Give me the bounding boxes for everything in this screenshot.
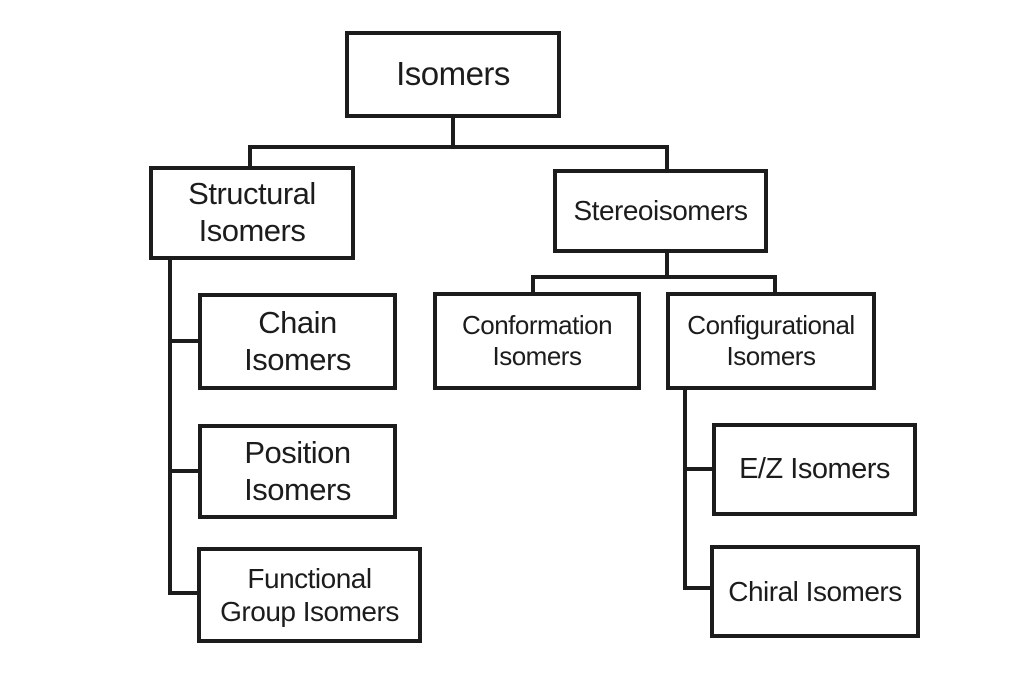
connector-configurational-spine	[683, 390, 687, 590]
node-position-isomers-label: Position Isomers	[244, 434, 351, 507]
connector-level1-bar	[248, 145, 669, 149]
connector-configurational-drop	[773, 275, 777, 294]
connector-conformation-drop	[531, 275, 535, 294]
node-stereoisomers: Stereoisomers	[553, 169, 768, 253]
node-isomers-label: Isomers	[396, 55, 510, 93]
node-stereoisomers-label: Stereoisomers	[573, 195, 748, 227]
node-chiral-isomers: Chiral Isomers	[710, 545, 920, 638]
connector-isomers-drop	[451, 118, 455, 149]
connector-functional-group-stub	[168, 591, 199, 595]
node-configurational-isomers-label: Configurational Isomers	[687, 310, 855, 371]
connector-ez-stub	[683, 467, 714, 471]
connector-chiral-stub	[683, 586, 712, 590]
connector-stereoisomers-out	[665, 253, 669, 279]
node-configurational-isomers: Configurational Isomers	[666, 292, 876, 390]
connector-structural-drop	[248, 145, 252, 168]
node-functional-group-isomers: Functional Group Isomers	[197, 547, 422, 643]
node-ez-isomers-label: E/Z Isomers	[739, 453, 890, 486]
node-chain-isomers: Chain Isomers	[198, 293, 397, 390]
connector-level2-bar	[531, 275, 777, 279]
node-ez-isomers: E/Z Isomers	[712, 423, 917, 516]
connector-chain-stub	[168, 339, 200, 343]
node-conformation-isomers-label: Conformation Isomers	[461, 310, 613, 371]
node-functional-group-isomers-label: Functional Group Isomers	[220, 562, 399, 627]
node-structural-isomers-label: Structural Isomers	[188, 176, 316, 248]
node-chiral-isomers-label: Chiral Isomers	[728, 575, 902, 607]
node-structural-isomers: Structural Isomers	[149, 166, 355, 260]
node-isomers: Isomers	[345, 31, 561, 118]
node-position-isomers: Position Isomers	[198, 424, 397, 519]
connector-position-stub	[168, 469, 200, 473]
node-chain-isomers-label: Chain Isomers	[244, 304, 351, 377]
connector-structural-spine	[168, 260, 172, 595]
connector-stereoisomers-drop	[665, 145, 669, 171]
node-conformation-isomers: Conformation Isomers	[433, 292, 641, 390]
